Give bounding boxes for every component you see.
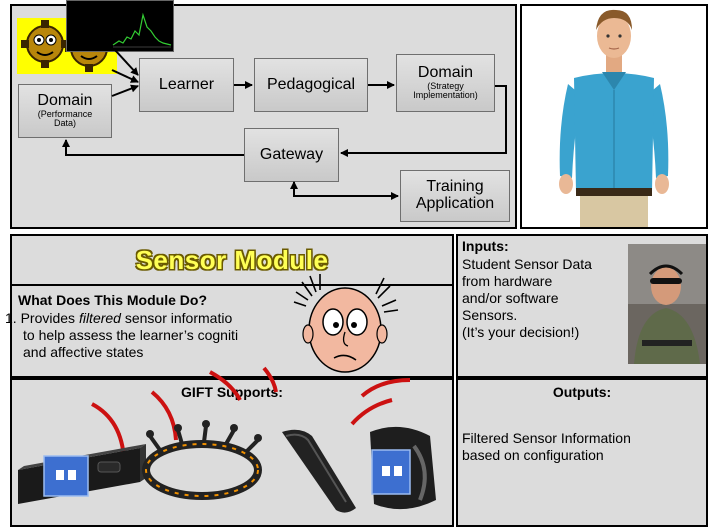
signal-arc — [150, 390, 178, 441]
arrow-gears-to-learner — [111, 69, 139, 83]
arrow-domain-to-gateway — [340, 85, 507, 157]
domain-performance-title: Domain — [37, 92, 93, 110]
module-description-item: 1. Provides filtered sensor informatio t… — [5, 310, 355, 361]
domain-performance-sub: (Performance Data) — [37, 108, 93, 129]
inputs-text: Student Sensor Data from hardware and/or… — [462, 256, 592, 341]
arrow-waveform-to-learner — [114, 49, 139, 76]
item-line3: and affective states — [23, 344, 144, 360]
avatar-panel — [520, 4, 708, 229]
inputs-line: and/or software — [462, 290, 559, 306]
outputs-text: Filtered Sensor Information based on con… — [462, 430, 631, 464]
pedagogical-label: Pedagogical — [266, 75, 356, 93]
training-application-box: Training Application — [400, 170, 510, 222]
arrow-gateway-to-domain-performance — [62, 139, 244, 156]
gateway-box: Gateway — [244, 128, 339, 182]
domain-strategy-box: Domain (Strategy Implementation) — [396, 54, 495, 112]
gift-supports-title: GIFT Supports: — [181, 384, 283, 400]
domain-performance-box: Domain (Performance Data) — [18, 84, 112, 138]
gateway-label: Gateway — [259, 145, 324, 163]
sensor-title-divider — [10, 284, 454, 286]
domain-strategy-sub: (Strategy Implementation) — [413, 80, 478, 101]
signal-arc — [350, 398, 393, 426]
item-number: 1. — [5, 310, 17, 326]
inputs-line: from hardware — [462, 273, 553, 289]
inputs-title: Inputs: — [462, 238, 509, 254]
signal-arc — [360, 378, 411, 398]
inputs-line: (It’s your decision!) — [462, 324, 580, 340]
waveform-icon — [66, 0, 174, 52]
item-prefix: Provides — [20, 310, 79, 326]
learner-label: Learner — [158, 75, 215, 93]
outputs-line1: Filtered Sensor Information — [462, 430, 631, 446]
domain-strategy-title: Domain — [417, 64, 474, 82]
item-line2: to help assess the learner’s cogniti — [23, 327, 239, 343]
arrow-domain-to-learner — [111, 84, 139, 97]
training-label-line1: Training — [426, 178, 484, 196]
inputs-line: Sensors. — [462, 307, 518, 323]
signal-arc — [262, 366, 278, 393]
item-line1-rest: sensor informatio — [120, 310, 233, 326]
avatar-illustration — [559, 9, 669, 227]
sensor-module-panel — [10, 234, 454, 378]
item-emphasis: filtered — [78, 310, 121, 326]
sensor-module-title: Sensor Module — [135, 245, 329, 275]
outputs-line2: based on configuration — [462, 447, 604, 463]
outputs-panel — [456, 378, 708, 527]
student-photo — [628, 244, 706, 364]
learner-box: Learner — [139, 58, 234, 112]
training-label-line2: Application — [415, 195, 495, 212]
inputs-line: Student Sensor Data — [462, 256, 592, 272]
signal-arc — [209, 370, 242, 401]
outputs-title: Outputs: — [552, 384, 612, 400]
module-question: What Does This Module Do? — [18, 292, 207, 308]
pedagogical-box: Pedagogical — [254, 58, 368, 112]
